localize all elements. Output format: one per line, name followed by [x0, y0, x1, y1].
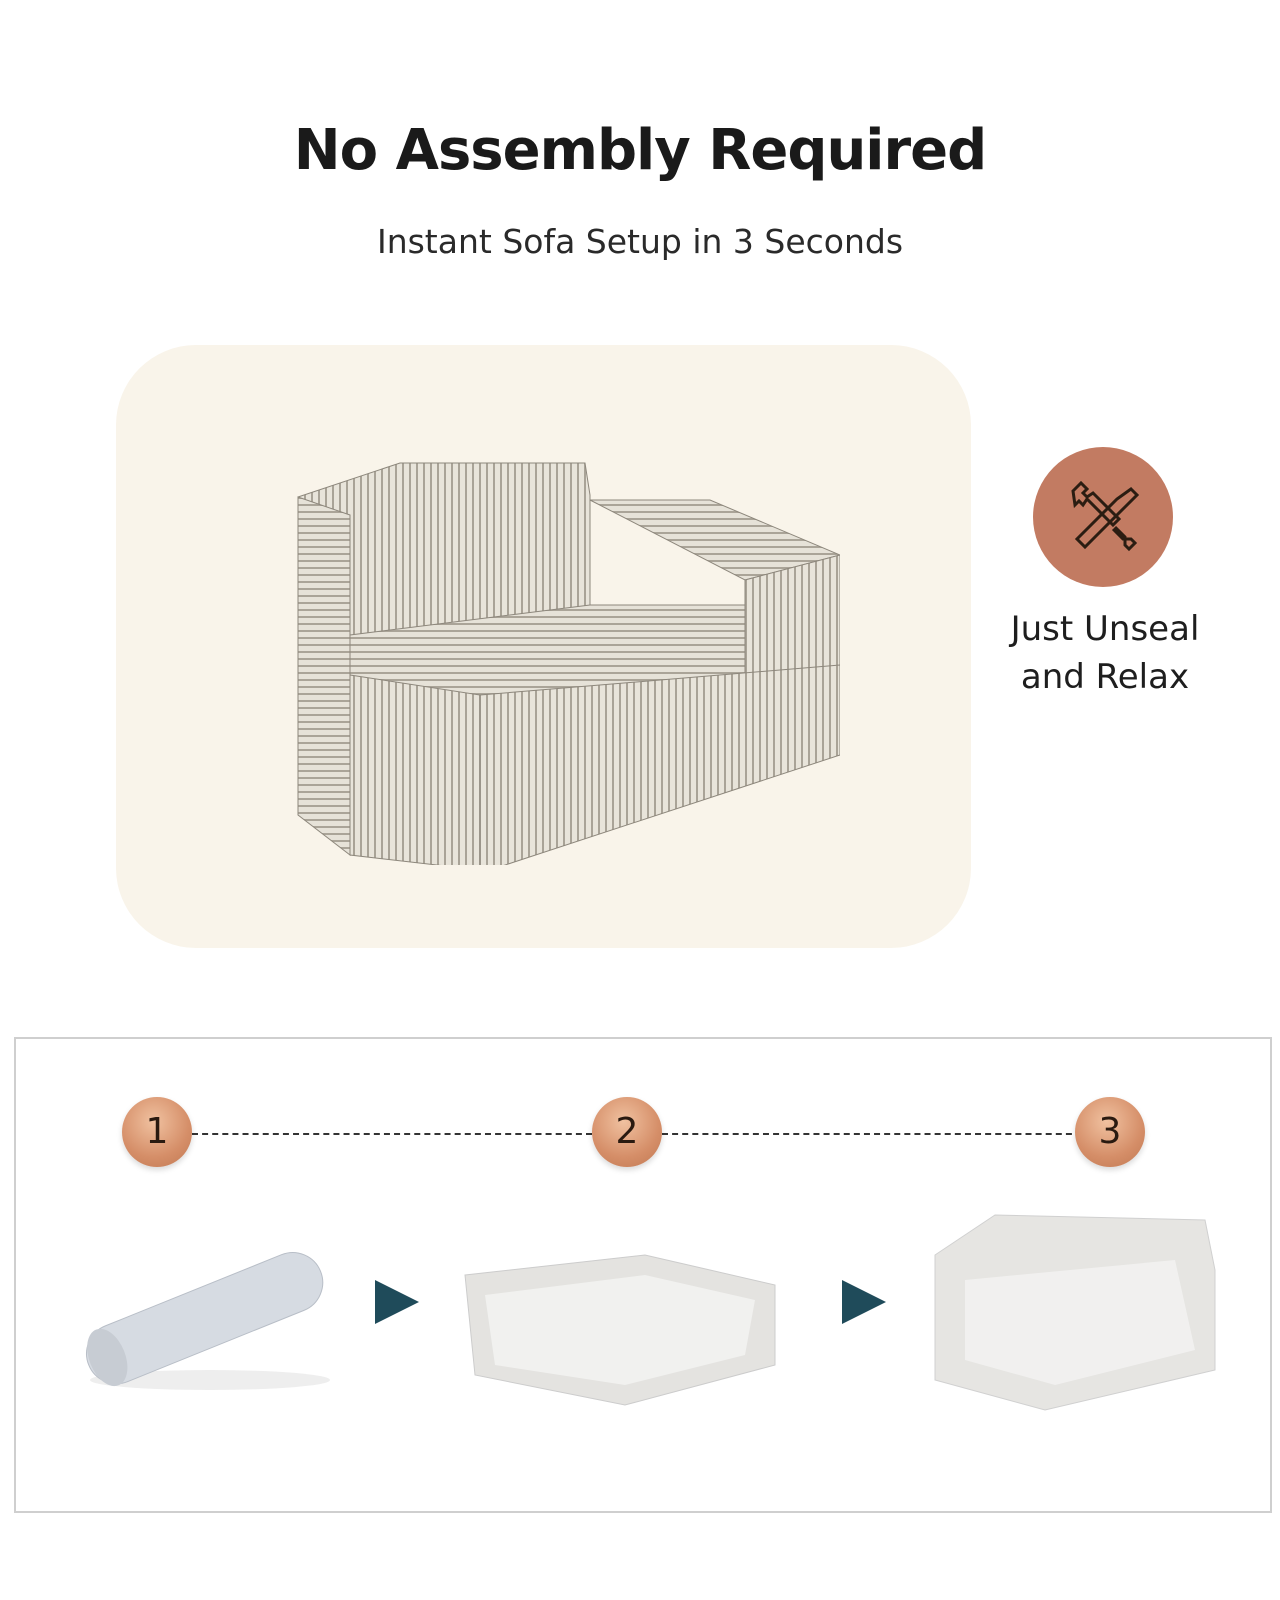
unpacking-sofa-image: [464, 1254, 776, 1406]
arrow-icon: [375, 1280, 419, 1324]
step-number-1: 1: [122, 1097, 192, 1167]
page-subtitle: Instant Sofa Setup in 3 Seconds: [376, 222, 904, 261]
expanded-sofa-image: [934, 1214, 1216, 1411]
feature-badge: [1033, 447, 1173, 587]
step-number-3: 3: [1075, 1097, 1145, 1167]
rolled-sofa-image: [86, 1252, 330, 1390]
feature-line-1: Just Unseal: [1010, 609, 1200, 649]
arrow-icon: [842, 1280, 886, 1324]
feature-line-2: and Relax: [1020, 657, 1190, 697]
tools-icon: [1071, 480, 1140, 552]
step-connector: [662, 1133, 1082, 1135]
step-number-2: 2: [592, 1097, 662, 1167]
steps-panel: [14, 1037, 1272, 1513]
step-connector: [192, 1133, 592, 1135]
feature-text: Just Unseal and Relax: [980, 605, 1230, 701]
sofa-image: [297, 462, 840, 865]
page-title: No Assembly Required: [293, 118, 987, 183]
